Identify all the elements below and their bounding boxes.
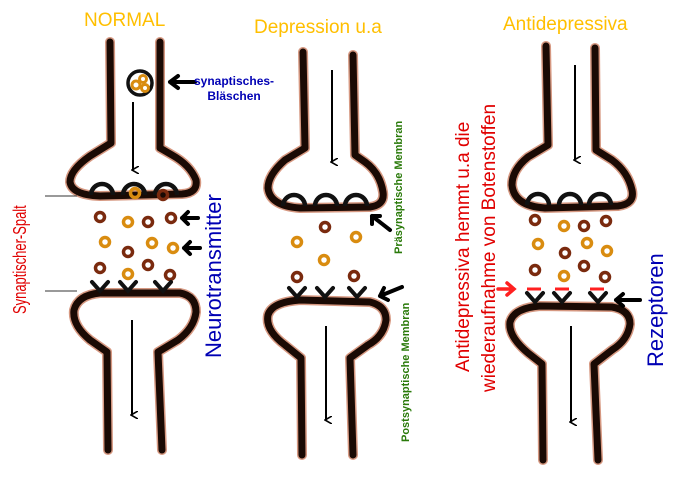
neurotransmitters-normal bbox=[93, 186, 180, 282]
vesicle-arcs bbox=[280, 192, 370, 207]
neurotransmitter bbox=[349, 230, 363, 244]
presynaptic-neuron bbox=[507, 41, 638, 213]
vesicle-arcs bbox=[88, 181, 180, 196]
synaptic-vesicle bbox=[126, 69, 154, 97]
receptors-label: Rezeptoren bbox=[643, 253, 668, 367]
vesicle-pointer-arrow bbox=[168, 74, 197, 90]
postsynaptic-pointer-arrow bbox=[378, 285, 404, 302]
panel-normal bbox=[45, 37, 202, 455]
receptor-pointer-arrow bbox=[614, 292, 642, 308]
vesicle-neurotransmitter bbox=[128, 186, 142, 200]
neurotransmitter bbox=[98, 235, 112, 249]
neurotransmitter bbox=[557, 219, 571, 233]
neurotransmitter bbox=[528, 213, 542, 227]
receptor bbox=[552, 291, 572, 306]
presynaptic-pointer-arrow bbox=[370, 214, 392, 232]
neurotransmitter bbox=[577, 259, 591, 273]
neurotransmitter bbox=[528, 263, 542, 277]
neurotransmitter bbox=[145, 236, 159, 250]
neurotransmitter bbox=[121, 245, 135, 259]
neurotransmitter bbox=[290, 235, 304, 249]
neurotransmitter bbox=[600, 244, 614, 258]
neurotransmitter bbox=[580, 236, 594, 250]
neurotransmitter bbox=[93, 210, 107, 224]
vesicle-label-line2: Bläschen bbox=[207, 89, 261, 103]
receptor bbox=[315, 286, 335, 301]
presynaptic-neuron bbox=[65, 37, 202, 201]
neurotransmitter bbox=[121, 215, 135, 229]
neurotransmitter bbox=[317, 253, 331, 267]
panel-antidepressiva bbox=[496, 41, 642, 465]
receptor bbox=[525, 291, 545, 306]
neurotransmitter bbox=[141, 258, 155, 272]
receptor bbox=[153, 280, 173, 295]
receptors-depression bbox=[287, 286, 367, 301]
receptor bbox=[588, 291, 608, 306]
vesicle-label: synaptisches- Bläschen bbox=[194, 74, 274, 104]
neurotransmitter bbox=[531, 237, 545, 251]
synaptic-cleft-label: Synaptischer-Spalt bbox=[10, 205, 30, 314]
neurotransmitters-antidepressiva bbox=[528, 213, 614, 284]
neurotransmitter bbox=[318, 220, 332, 234]
postsynaptic-neuron bbox=[68, 288, 201, 455]
vesicle-neurotransmitter bbox=[347, 269, 361, 283]
neurotransmitter bbox=[121, 267, 135, 281]
neurotransmitter bbox=[166, 241, 180, 255]
panel-depression bbox=[262, 47, 404, 460]
neurotransmitter bbox=[141, 215, 155, 229]
receptors-antidepressiva bbox=[525, 291, 608, 306]
postsynaptic-neuron bbox=[504, 301, 635, 465]
title-depression: Depression u.a bbox=[254, 17, 382, 38]
neurotransmitter bbox=[163, 268, 177, 282]
title-antidepressiva: Antidepressiva bbox=[503, 14, 628, 35]
neurotransmitter bbox=[598, 270, 612, 284]
antidepressant-effect-label-line1: Antidepressiva hemmt u.a die bbox=[453, 121, 474, 372]
transmitter-pointer-arrow bbox=[180, 210, 200, 226]
neurotransmitter bbox=[557, 269, 571, 283]
postsynaptic-neuron bbox=[262, 295, 391, 460]
vesicle-arcs bbox=[524, 191, 614, 206]
vesicle-neurotransmitter bbox=[156, 188, 170, 202]
vesicle-label-line1: synaptisches- bbox=[194, 74, 275, 88]
neurotransmitter bbox=[290, 270, 304, 284]
transmitter-pointer-arrow bbox=[182, 240, 202, 256]
neurotransmitter-label: Neurotransmitter bbox=[201, 194, 226, 358]
receptors-normal bbox=[90, 280, 173, 295]
neurotransmitter bbox=[558, 246, 572, 260]
presynaptic-membrane-label: Präsynaptische Membran bbox=[393, 120, 405, 254]
neurotransmitter bbox=[599, 214, 613, 228]
antidepressant-effect-label-line2: wiederaufnahme von Botenstoffen bbox=[479, 103, 500, 392]
blocker-pointer-arrow bbox=[496, 281, 517, 297]
neurotransmitter bbox=[577, 219, 591, 233]
neurotransmitter bbox=[93, 261, 107, 275]
receptor bbox=[347, 286, 367, 301]
receptor bbox=[287, 286, 307, 301]
postsynaptic-membrane-label: Postsynaptische Membran bbox=[400, 302, 412, 442]
neurotransmitters-depression bbox=[290, 220, 363, 284]
receptor bbox=[90, 280, 110, 295]
receptor bbox=[118, 280, 138, 295]
presynaptic-neuron bbox=[263, 47, 389, 213]
title-normal: NORMAL bbox=[84, 10, 166, 31]
neurotransmitter bbox=[164, 211, 178, 225]
